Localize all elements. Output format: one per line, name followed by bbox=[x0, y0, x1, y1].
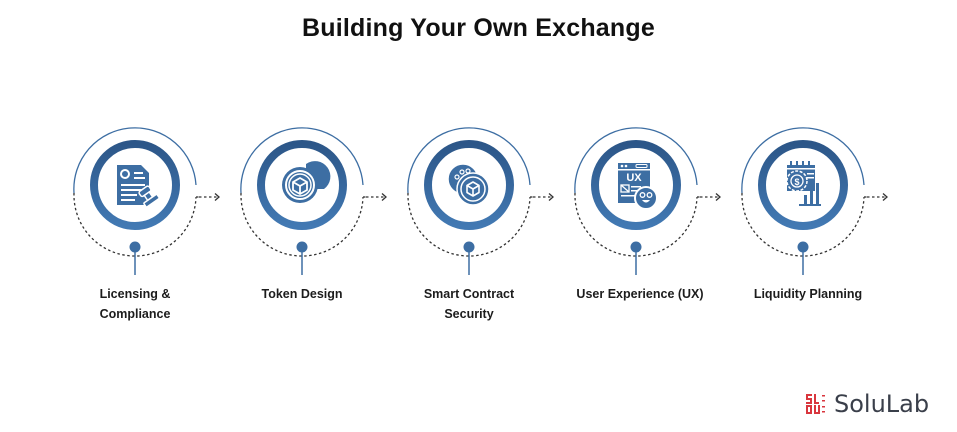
label-line: Liquidity Planning bbox=[753, 287, 863, 301]
smart-contract-coins-icon bbox=[447, 163, 490, 206]
ux-window-smiley-icon: UX bbox=[618, 163, 658, 210]
label-line: Token Design bbox=[261, 287, 343, 301]
license-document-stamp-icon bbox=[117, 165, 160, 208]
step-label-smart-contract: Smart Contract Security bbox=[394, 284, 544, 324]
step-licensing-compliance bbox=[74, 128, 219, 275]
label-line: Security bbox=[444, 307, 494, 321]
logo-text: SoluLab bbox=[834, 390, 930, 418]
svg-text:$: $ bbox=[794, 177, 799, 187]
label-line: User Experience (UX) bbox=[576, 287, 704, 301]
label-line: Smart Contract bbox=[423, 287, 515, 301]
liquidity-calendar-chart-icon: $ bbox=[786, 161, 821, 206]
svg-text:UX: UX bbox=[626, 172, 642, 184]
solulab-logo-mark-icon bbox=[806, 394, 825, 414]
step-label-licensing: Licensing & Compliance bbox=[60, 284, 210, 324]
step-token-design bbox=[241, 128, 386, 275]
solulab-logo: SoluLab bbox=[806, 390, 929, 418]
page-title: Building Your Own Exchange bbox=[302, 14, 655, 42]
step-user-experience: UX bbox=[575, 128, 720, 275]
step-smart-contract-security bbox=[408, 128, 553, 275]
label-line: Licensing & bbox=[99, 287, 171, 301]
step-liquidity-planning: $ bbox=[742, 128, 887, 275]
step-label-user-experience: User Experience (UX) bbox=[565, 284, 715, 304]
token-cube-coin-icon bbox=[282, 161, 331, 203]
step-label-liquidity: Liquidity Planning bbox=[733, 284, 883, 304]
label-line: Compliance bbox=[99, 307, 171, 321]
step-label-token-design: Token Design bbox=[227, 284, 377, 304]
